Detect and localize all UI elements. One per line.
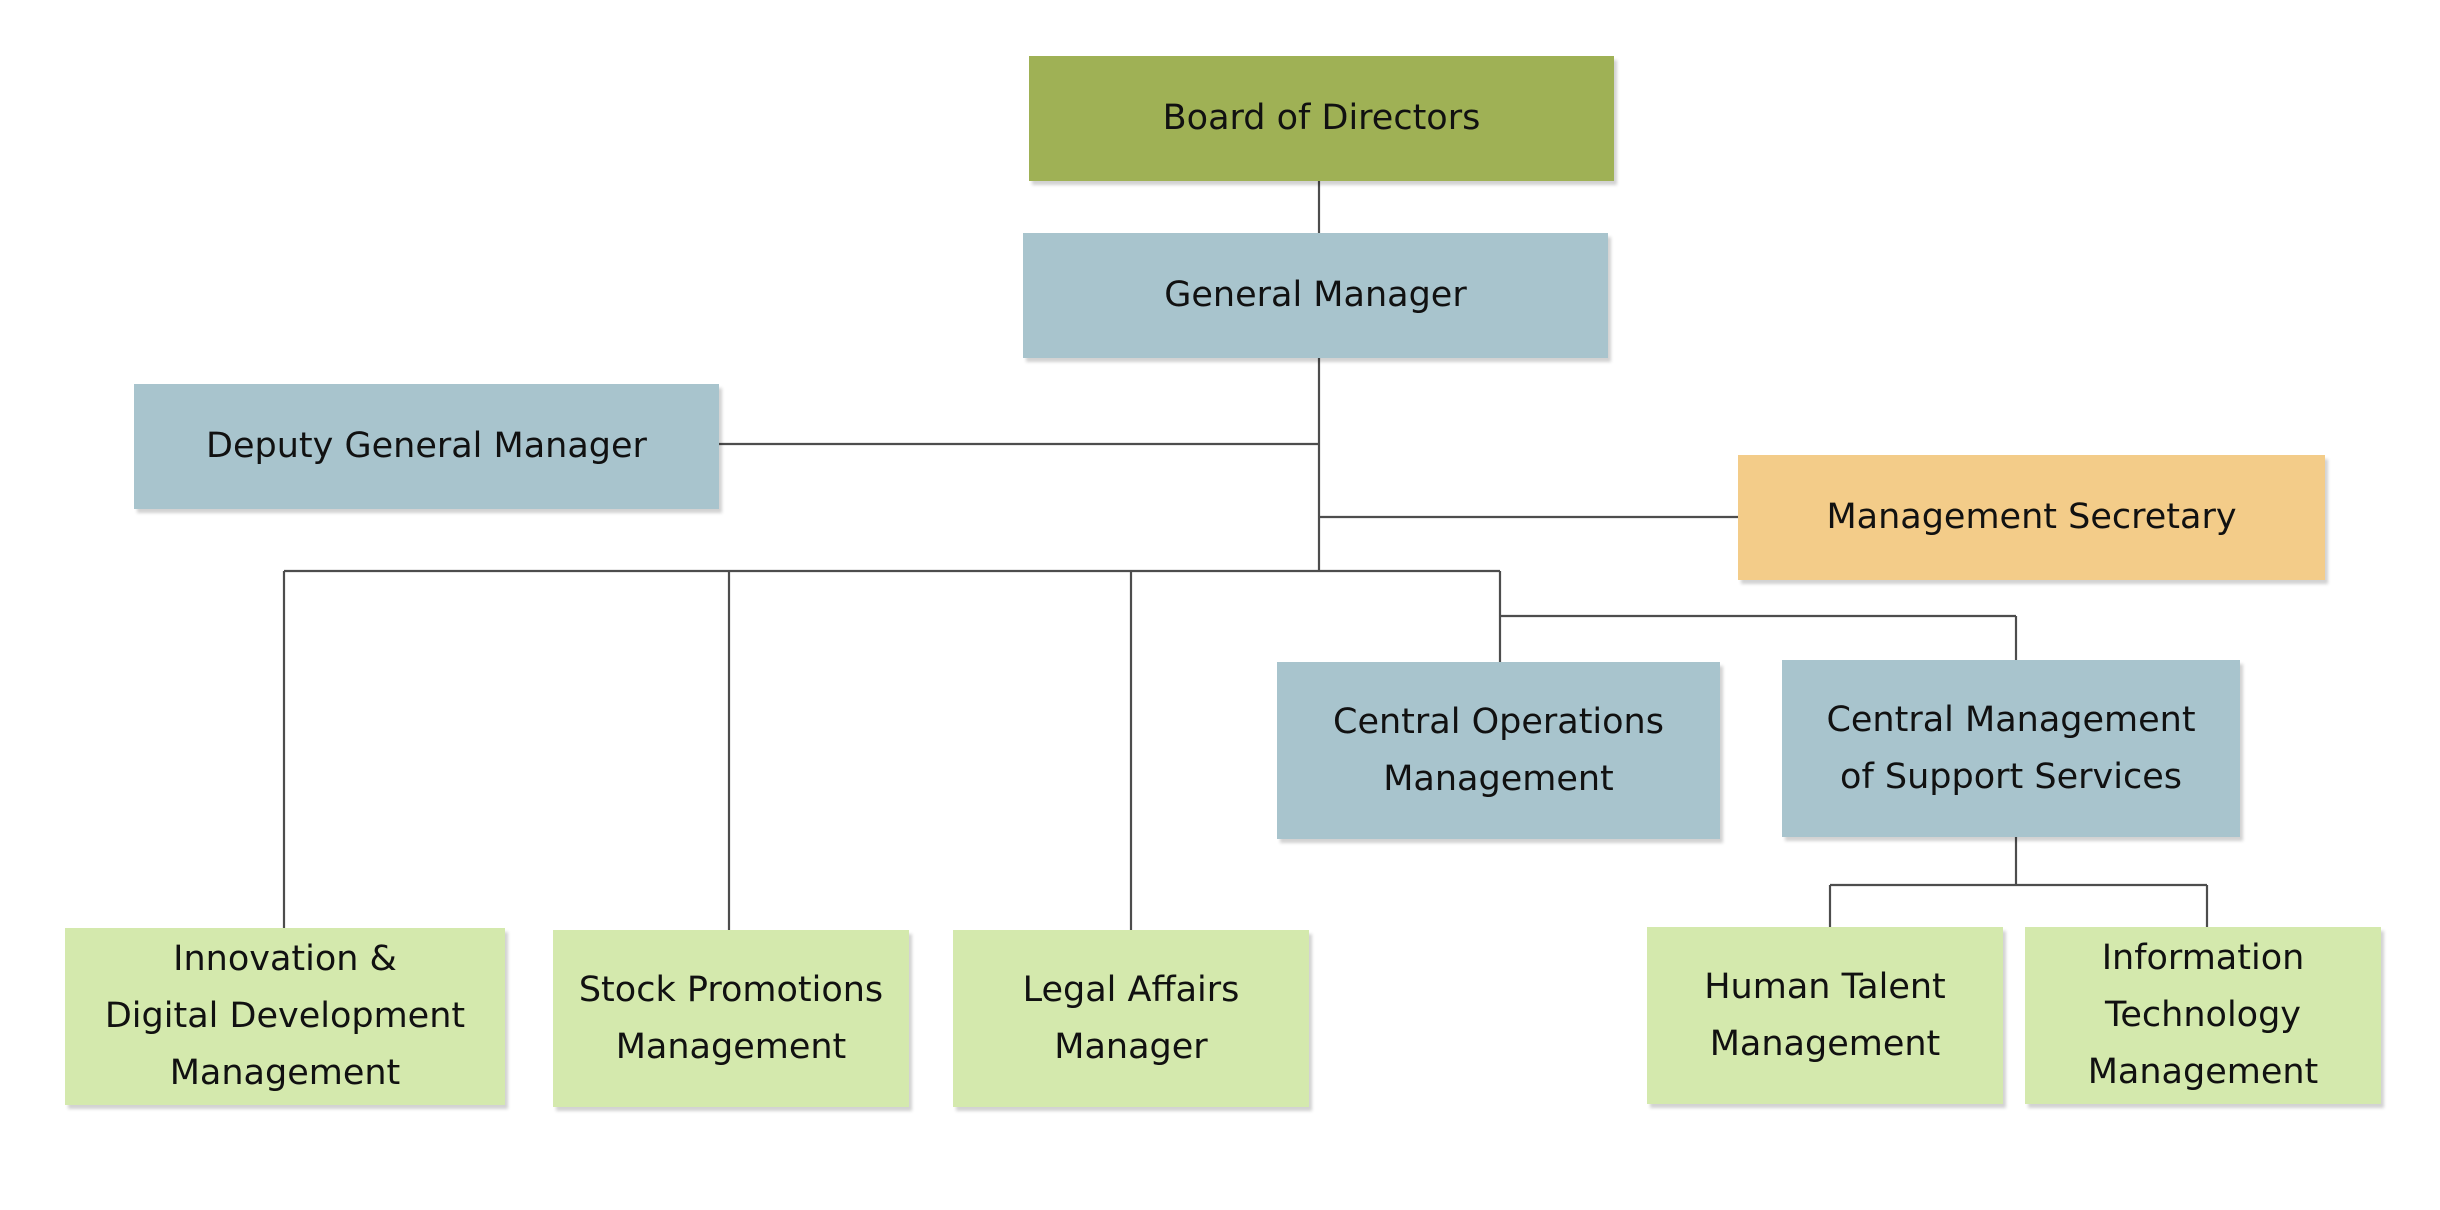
org-box-general-manager: General Manager — [1023, 233, 1608, 358]
org-box-label: Human Talent Management — [1704, 966, 1946, 1064]
org-box-innovation-digital: Innovation & Digital Development Managem… — [65, 928, 505, 1105]
org-box-label: Innovation & Digital Development Managem… — [104, 939, 466, 1093]
org-box-stock-promotions: Stock Promotions Management — [553, 930, 909, 1107]
org-box-information-technology: Information Technology Management — [2025, 927, 2381, 1104]
org-box-management-secretary: Management Secretary — [1738, 455, 2325, 580]
org-box-central-support-services: Central Management of Support Services — [1782, 660, 2240, 837]
org-box-label: Deputy General Manager — [206, 426, 647, 466]
org-box-label: Information Technology Management — [2087, 938, 2319, 1092]
org-box-label: Stock Promotions Management — [578, 969, 884, 1067]
org-box-central-operations: Central Operations Management — [1277, 662, 1720, 839]
org-box-label: Central Operations Management — [1333, 701, 1664, 799]
org-box-label: Central Management of Support Services — [1826, 699, 2196, 797]
org-box-legal-affairs: Legal Affairs Manager — [953, 930, 1309, 1107]
org-box-label: Legal Affairs Manager — [1022, 969, 1240, 1067]
org-box-board-of-directors: Board of Directors — [1029, 56, 1614, 181]
org-box-label: Management Secretary — [1826, 497, 2237, 537]
org-box-label: Board of Directors — [1162, 98, 1481, 138]
org-box-label: General Manager — [1164, 275, 1467, 315]
org-box-deputy-general-manager: Deputy General Manager — [134, 384, 719, 509]
org-box-human-talent: Human Talent Management — [1647, 927, 2003, 1104]
